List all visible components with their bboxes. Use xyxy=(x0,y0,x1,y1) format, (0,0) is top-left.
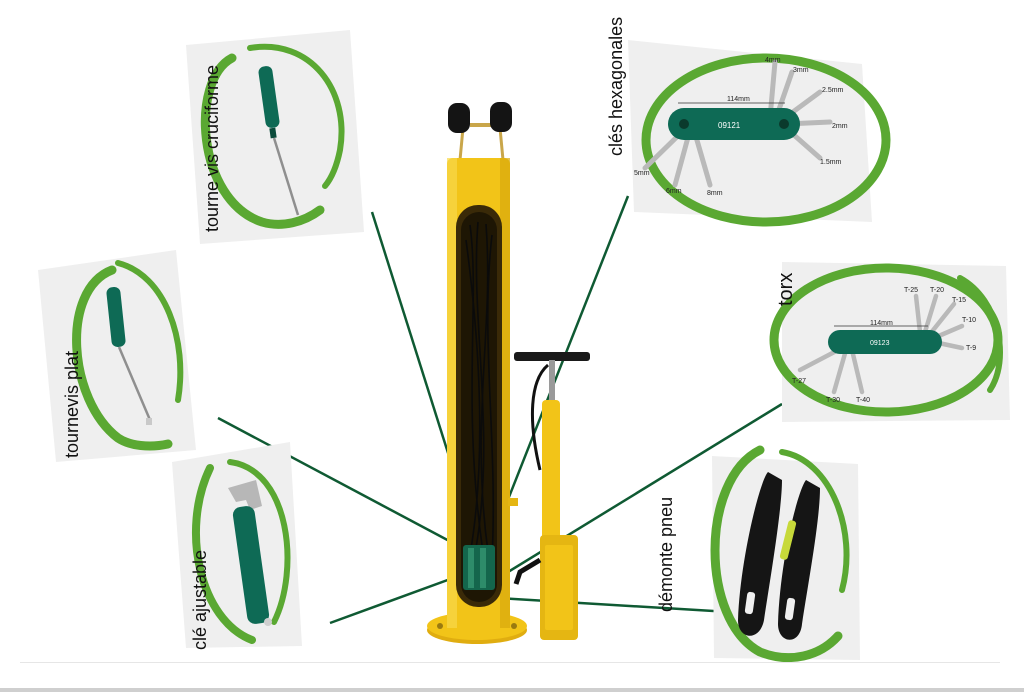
torx-size-20: T-20 xyxy=(930,287,944,294)
connector-tire-lever xyxy=(497,596,731,614)
floor-pump-icon xyxy=(508,352,590,640)
bottom-strip xyxy=(0,688,1024,692)
hex-size-4: 4mm xyxy=(765,57,781,64)
label-tire-lever: démonte pneu xyxy=(656,497,676,612)
hex-size-1-5: 1.5mm xyxy=(820,159,842,166)
screwdriver-icon xyxy=(258,66,300,216)
torx-size-27: T-27 xyxy=(792,378,806,385)
bike-repair-station-icon xyxy=(427,102,527,644)
hex-keys-panel xyxy=(628,40,891,227)
cross-screwdriver-panel xyxy=(186,30,364,244)
hex-length-label: 114mm xyxy=(727,96,750,103)
torx-size-40: T-40 xyxy=(856,397,870,404)
torx-panel xyxy=(769,262,1010,422)
hex-code-label: 09121 xyxy=(718,121,741,130)
label-torx: torx xyxy=(775,273,797,306)
flat-screwdriver-panel xyxy=(38,250,196,462)
label-adjustable-wrench: clé ajustable xyxy=(190,550,210,650)
flat-screwdriver-icon xyxy=(106,287,152,425)
torx-size-labels: 114mm 09123 T-25 T-20 T-15 T-10 T-9 T-27… xyxy=(792,287,976,404)
label-hex-keys: clés hexagonales xyxy=(606,17,626,156)
torx-code-label: 09123 xyxy=(870,340,890,347)
tool-labels: tourne vis cruciforme tournevis plat clé… xyxy=(62,17,797,650)
torx-size-15: T-15 xyxy=(952,297,966,304)
wrench-icon xyxy=(228,480,272,626)
hex-size-5: 5mm xyxy=(634,170,650,177)
hex-size-2-5: 2.5mm xyxy=(822,87,844,94)
hex-size-8: 8mm xyxy=(707,190,723,197)
wrench-panel xyxy=(172,442,302,648)
label-flat-screwdriver: tournevis plat xyxy=(62,351,82,458)
torx-length-label: 114mm xyxy=(870,320,893,327)
torx-size-9: T-9 xyxy=(966,345,976,352)
tire-lever-panel xyxy=(710,445,860,663)
tire-levers-icon xyxy=(738,472,820,640)
hex-size-6: 6mm xyxy=(666,188,682,195)
bottom-rule xyxy=(20,662,1000,663)
hex-size-2: 2mm xyxy=(832,123,848,130)
hex-key-set-icon xyxy=(642,59,833,188)
hex-size-labels: 114mm 09121 4mm 3mm 2.5mm 2mm 1.5mm 5mm … xyxy=(634,57,848,197)
torx-size-30: T-30 xyxy=(826,397,840,404)
connector-flat-screwdriver xyxy=(217,416,471,554)
torx-key-set-icon xyxy=(797,293,965,395)
label-cross-screwdriver: tourne vis cruciforme xyxy=(202,65,222,232)
hex-size-3: 3mm xyxy=(793,67,809,74)
torx-size-10: T-10 xyxy=(962,317,976,324)
connector-hex-keys xyxy=(488,195,630,546)
torx-size-25: T-25 xyxy=(904,287,918,294)
